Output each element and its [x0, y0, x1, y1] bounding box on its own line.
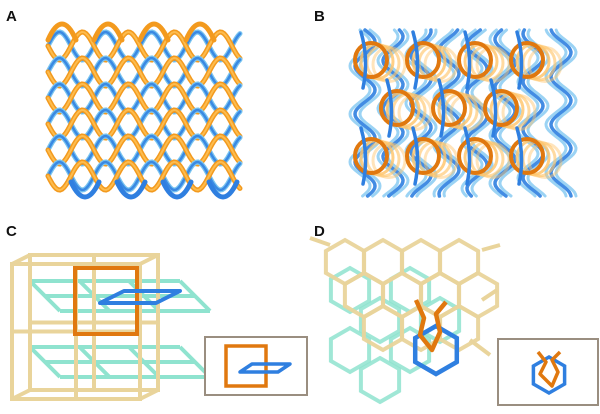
cyan-grid-line: [127, 279, 161, 313]
panel-label-d: D: [314, 223, 325, 240]
helix-strand: [47, 56, 241, 88]
orange-ring: [457, 137, 493, 175]
helix-loop: [91, 21, 125, 43]
tan-hexagon: [480, 288, 499, 302]
blue-square-ring: [98, 289, 182, 305]
helix-loop: [68, 179, 102, 200]
orange-hexagon-ring: [536, 350, 562, 388]
helix-strand: [47, 82, 241, 114]
orange-ring: [457, 41, 493, 79]
tan-frame: [139, 253, 159, 266]
orange-square-ring: [224, 344, 268, 388]
inset-d-frame: [497, 338, 599, 406]
cyan-hexagon: [358, 295, 402, 345]
tan-frame: [11, 253, 31, 266]
orange-ring: [379, 89, 415, 127]
panel-label-b: B: [314, 8, 325, 25]
tan-hexagon: [309, 236, 331, 247]
helix-strand: [47, 134, 241, 166]
blue-helix-strand: [515, 30, 524, 90]
inset-c: [204, 336, 308, 396]
orange-ring: [405, 137, 441, 175]
catenated-hexagon-rings-icon: [531, 350, 567, 396]
tan-hexagon: [481, 243, 501, 252]
tan-frame: [139, 388, 159, 401]
cyan-grid-line: [28, 345, 62, 379]
helix-loop: [206, 179, 240, 200]
helical-rings-lattice-icon: [348, 28, 578, 198]
blue-helix-strand: [463, 30, 472, 90]
square-grids-icon: [10, 253, 212, 401]
helix-strand: [47, 108, 241, 140]
blue-square-ring: [238, 362, 292, 374]
helix-loop: [45, 21, 79, 43]
blue-helix-strand: [554, 28, 578, 198]
blue-hexagon-ring: [412, 323, 460, 377]
cyan-grid-line: [178, 279, 212, 313]
cyan-grid-line: [28, 279, 62, 313]
blue-helix-strand: [544, 28, 568, 198]
helix-loop: [137, 21, 171, 43]
catenated-square-rings-icon: [224, 344, 292, 388]
blue-helix-strand: [385, 78, 394, 138]
cyan-hexagon: [328, 325, 372, 375]
knitted-helix-mesh-icon: [45, 21, 243, 200]
blue-hexagon-ring: [531, 354, 567, 396]
orange-ring: [353, 41, 389, 79]
tan-frame: [11, 388, 31, 401]
blue-helix-strand: [515, 126, 524, 186]
orange-hexagon-ring: [413, 299, 448, 353]
hexagonal-nets-icon: [309, 236, 501, 405]
panel-label-c: C: [6, 223, 17, 240]
cyan-grid-line: [127, 345, 161, 379]
blue-helix-strand: [359, 30, 368, 90]
blue-helix-strand: [463, 126, 472, 186]
cyan-hexagon: [388, 325, 432, 375]
blue-helix-strand: [411, 126, 420, 186]
blue-helix-strand: [460, 28, 484, 198]
tan-hexagon: [468, 338, 492, 357]
orange-ring: [431, 89, 467, 127]
orange-ring: [405, 41, 441, 79]
blue-helix-strand: [489, 78, 498, 138]
helix-loop: [183, 21, 217, 43]
helix-loop: [160, 179, 194, 200]
cyan-hexagon: [328, 265, 372, 315]
blue-helix-strand: [411, 30, 420, 90]
helix-strand: [47, 30, 241, 62]
orange-ring: [509, 41, 545, 79]
blue-helix-strand: [437, 78, 446, 138]
blue-helix-strand: [359, 126, 368, 186]
orange-ring: [353, 137, 389, 175]
helix-loop: [114, 179, 148, 200]
inset-d: [497, 338, 599, 406]
panel-label-a: A: [6, 8, 17, 25]
blue-helix-strand: [381, 28, 405, 198]
cyan-hexagon: [358, 355, 402, 405]
orange-ring: [509, 137, 545, 175]
orange-ring: [483, 89, 519, 127]
blue-helix-strand: [488, 28, 512, 198]
tan-hexagon: [361, 303, 405, 353]
